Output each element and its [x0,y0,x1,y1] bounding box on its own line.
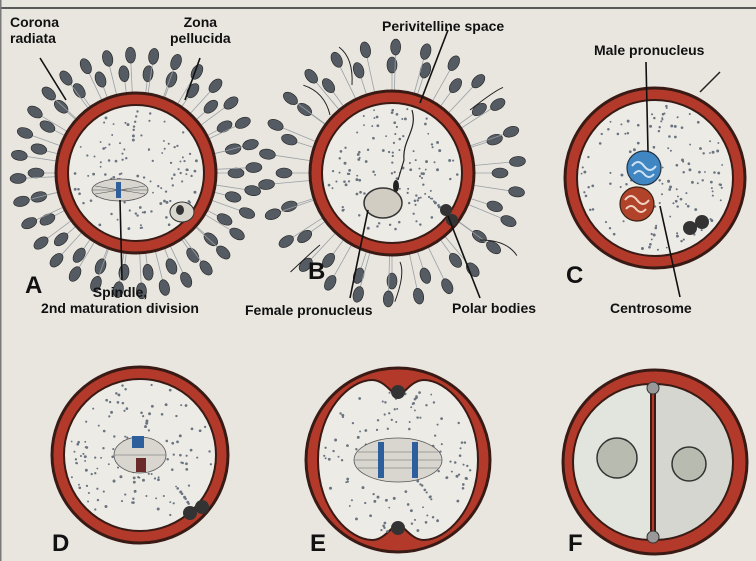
label-zona-pellucida: Zona pellucida [170,14,231,46]
panel-e-anaphase [306,368,490,552]
panel-d-zygote [52,367,228,543]
panel-letter-d: D [52,532,69,556]
polar-body [391,385,405,399]
polar-body [647,382,659,394]
polar-body [391,521,405,535]
female-pronucleus [620,187,654,221]
nucleus-left [597,438,637,478]
female-pronucleus [364,188,402,218]
label-male-pronucleus: Male pronucleus [594,42,704,58]
polar-body [647,531,659,543]
first-polar-body [170,202,194,222]
label-corona-radiata: Corona radiata [10,14,59,46]
male-pronucleus [627,151,661,185]
label-female-pronucleus: Female pronucleus [245,302,373,318]
label-spindle: Spindle, 2nd maturation division [20,284,220,316]
panel-letter-b: B [308,260,325,284]
panel-letter-e: E [310,532,326,556]
label-centrosome: Centrosome [610,300,692,316]
spindle [92,179,148,201]
panel-f-two-cell [563,370,747,554]
mitotic-spindle [354,438,442,482]
nucleus-right [672,447,706,481]
panel-letter-a: A [25,274,42,298]
panel-letter-c: C [566,264,583,288]
label-polar-bodies: Polar bodies [452,300,536,316]
label-perivitelline-space: Perivitelline space [382,18,504,34]
panel-letter-f: F [568,532,583,556]
